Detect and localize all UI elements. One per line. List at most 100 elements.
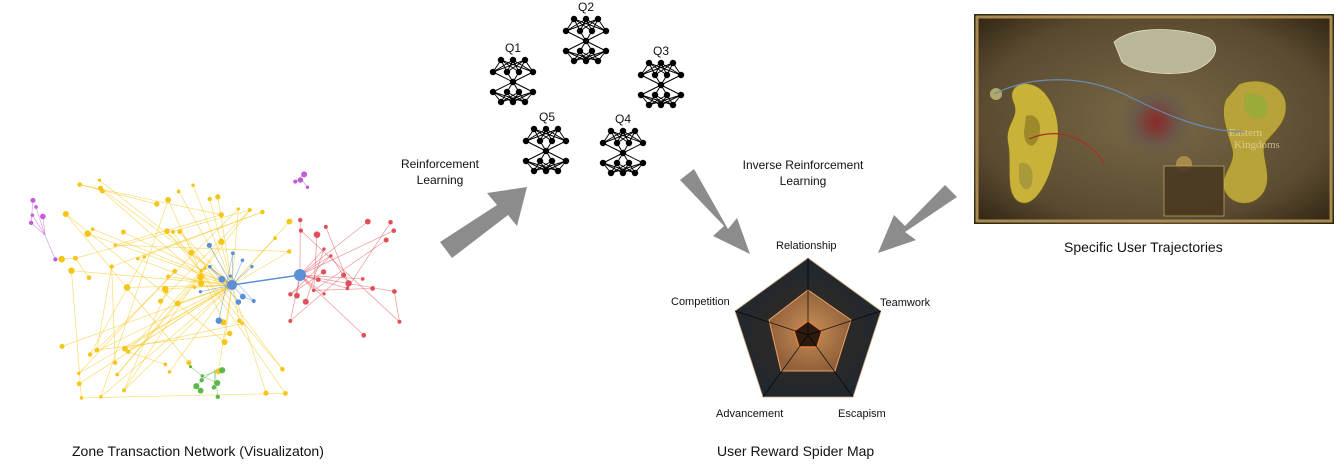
q-node (489, 68, 497, 76)
network-node (250, 264, 254, 269)
network-node (154, 201, 160, 207)
q-node (530, 125, 538, 133)
network-node (230, 251, 235, 256)
irl-arrow-right-shape (878, 185, 957, 253)
network-node (142, 255, 147, 259)
network-node (388, 220, 393, 225)
network-node (121, 345, 128, 352)
world-map-image: Eastern Kingdoms (974, 14, 1334, 224)
rl-label-line2: Learning (416, 173, 464, 187)
q-node (522, 137, 530, 145)
q3-network-icon (637, 59, 685, 109)
q-node (625, 139, 633, 147)
network-node (188, 365, 193, 369)
network-node (322, 292, 326, 296)
q-node (637, 71, 645, 79)
network-node (322, 247, 326, 251)
network-node (226, 330, 233, 337)
network-node (228, 274, 233, 278)
q-node (576, 27, 584, 35)
network-hub-node (227, 280, 237, 290)
network-node (273, 236, 278, 241)
network-node (79, 396, 84, 400)
network-node (345, 280, 352, 287)
network-node (199, 268, 204, 273)
q-node (663, 91, 671, 99)
q-node (509, 56, 517, 64)
q-node (619, 149, 627, 157)
zone-transaction-network (28, 171, 402, 400)
network-node (302, 298, 309, 305)
network-node (167, 370, 172, 374)
q-node (576, 47, 584, 55)
q4-label: Q4 (614, 112, 631, 126)
q-node (619, 127, 627, 135)
network-node (260, 209, 265, 215)
map-northrend (1113, 29, 1216, 74)
network-node (240, 321, 244, 326)
q-node (529, 68, 537, 76)
q-node (562, 47, 570, 55)
network-node (341, 272, 347, 278)
q-node (530, 167, 538, 175)
network-node (329, 254, 333, 258)
network-node (77, 182, 82, 187)
network-node (97, 185, 104, 191)
q-node (657, 81, 665, 89)
q-node (554, 125, 562, 133)
irl-label: Inverse Reinforcement Learning (728, 157, 878, 189)
network-node (186, 360, 192, 366)
network-node (397, 319, 402, 324)
network-node (282, 390, 288, 396)
q-node (645, 101, 653, 109)
network-node (135, 256, 140, 261)
network-node (203, 266, 207, 270)
network-node (364, 218, 371, 225)
network-node (86, 275, 92, 281)
network-node (345, 286, 350, 291)
spider-caption: User Reward Spider Map (717, 443, 875, 459)
q-node (515, 88, 523, 96)
network-node (218, 275, 226, 283)
network-node (287, 249, 292, 254)
network-node (197, 387, 204, 394)
network-node (170, 229, 175, 234)
network-node (87, 352, 93, 357)
q-node (645, 59, 653, 67)
network-node (320, 269, 327, 275)
q-node (562, 137, 570, 145)
network-node (311, 288, 316, 293)
q1-network-icon (489, 56, 537, 106)
q-node (509, 98, 517, 106)
network-node (192, 285, 197, 289)
network-node (115, 372, 120, 377)
network-node (391, 228, 397, 234)
q-node (509, 78, 517, 86)
network-node (94, 347, 100, 353)
q-node (677, 71, 685, 79)
q1-label: Q1 (504, 41, 521, 55)
network-node (197, 273, 204, 281)
network-node (126, 349, 131, 354)
network-node (191, 183, 195, 188)
network-node (30, 213, 35, 217)
q-node (607, 169, 615, 177)
map-region-text-1: Eastern (1229, 127, 1262, 139)
q-node (548, 137, 556, 145)
q-node (663, 71, 671, 79)
spider-axis-competition: Competition (671, 296, 730, 308)
spider-map (734, 257, 882, 398)
network-node (40, 213, 46, 220)
network-node (164, 228, 170, 234)
q5-network-icon (522, 125, 570, 175)
network-node (158, 298, 164, 304)
network-node (313, 231, 321, 238)
q-node (588, 27, 596, 35)
map-trajectory-path (993, 79, 1245, 133)
network-node (84, 230, 92, 237)
q-node (515, 68, 523, 76)
network-node (166, 274, 171, 279)
network-node (293, 179, 298, 184)
network-node (53, 257, 58, 262)
